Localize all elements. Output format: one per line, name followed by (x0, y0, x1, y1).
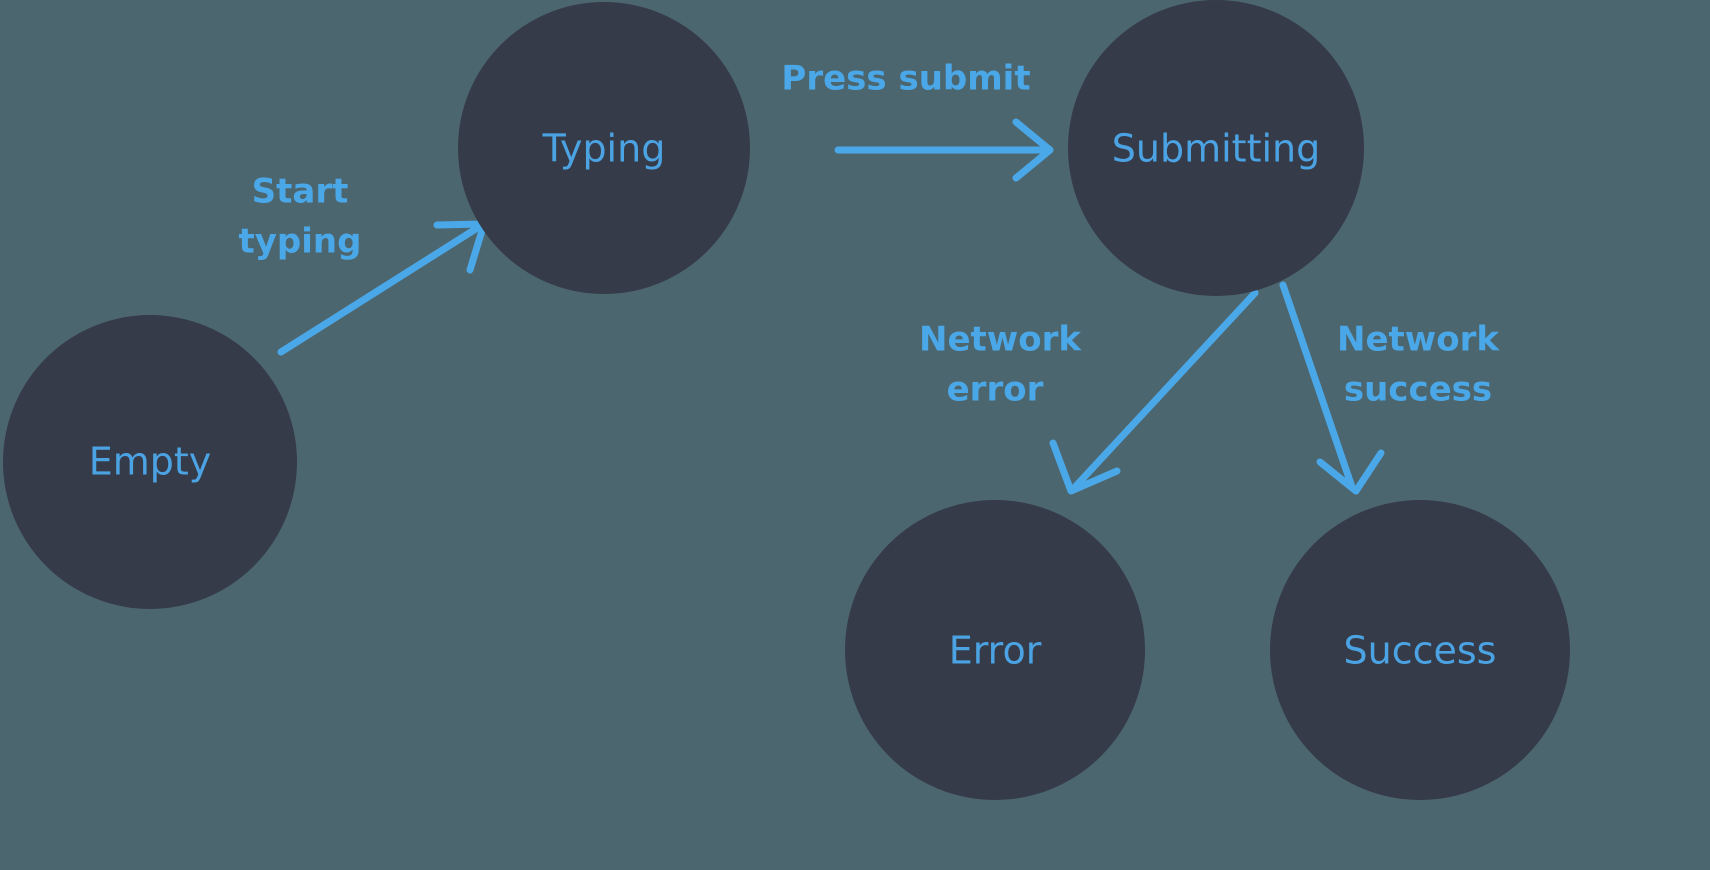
edge-empty-to-typing-line (277, 221, 486, 356)
state-node-success[interactable]: Success (1270, 500, 1570, 800)
state-node-error[interactable]: Error (845, 500, 1145, 800)
edge-submitting-to-success-line (1279, 281, 1356, 491)
edge-label-network-success-line-1: Network (1337, 320, 1500, 360)
edge-label-network-success: Network success (1337, 320, 1500, 410)
state-node-empty[interactable]: Empty (3, 315, 297, 609)
edge-typing-to-submitting-arrowhead (1012, 118, 1054, 182)
edge-label-press-submit-line-1: Press submit (781, 59, 1030, 99)
edge-label-start-typing-line-2: typing (239, 222, 362, 262)
edge-submitting-to-error-arrowhead (1049, 439, 1121, 495)
edge-submitting-to-success-arrowhead (1316, 449, 1385, 495)
state-node-empty-circle[interactable] (3, 315, 297, 609)
edge-label-start-typing: Start typing (239, 172, 362, 262)
state-node-typing-label: Typing (542, 127, 666, 171)
state-node-empty-label: Empty (89, 440, 212, 484)
state-node-typing-circle[interactable] (458, 2, 750, 294)
edge-label-press-submit: Press submit (781, 59, 1030, 99)
edge-label-network-error: Network error (919, 320, 1082, 410)
state-node-error-circle[interactable] (845, 500, 1145, 800)
edge-submitting-to-error-line (1071, 289, 1259, 491)
state-node-success-circle[interactable] (1270, 500, 1570, 800)
edge-label-network-error-line-2: error (947, 370, 1044, 410)
state-node-submitting-label: Submitting (1112, 127, 1320, 171)
edge-label-network-success-line-2: success (1344, 370, 1492, 410)
state-node-error-label: Error (949, 629, 1042, 673)
state-node-success-label: Success (1344, 629, 1497, 673)
edge-submitting-to-success (1279, 281, 1385, 495)
edge-submitting-to-error (1049, 289, 1259, 495)
state-node-typing[interactable]: Typing (458, 2, 750, 294)
edge-label-start-typing-line-1: Start (252, 172, 349, 212)
state-node-submitting-circle[interactable] (1068, 0, 1364, 296)
edge-label-network-error-line-1: Network (919, 320, 1082, 360)
edge-typing-to-submitting (834, 118, 1054, 182)
state-node-submitting[interactable]: Submitting (1068, 0, 1364, 296)
